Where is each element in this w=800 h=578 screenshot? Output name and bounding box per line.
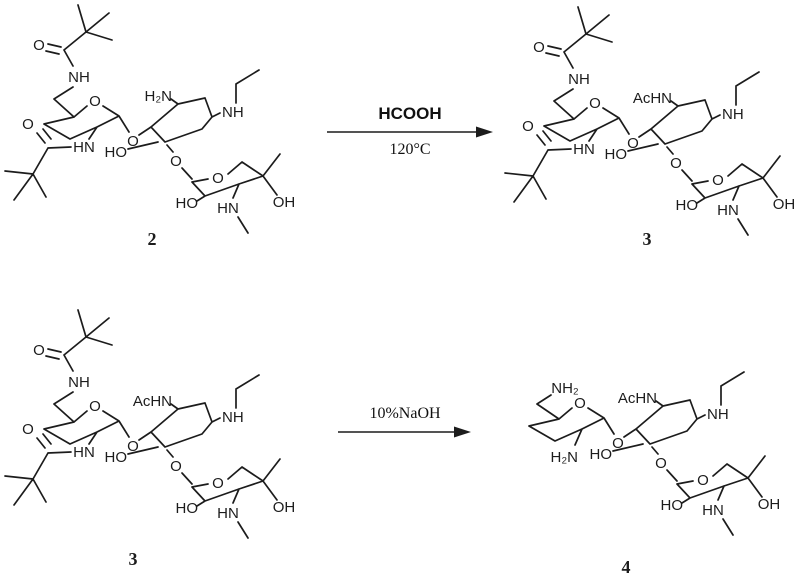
atom-label-pivaloyl-top-O: O [33, 342, 45, 359]
atom-label-pivaloyl-side-HN: HN [73, 139, 95, 156]
atom-label-core-NH: NH [222, 104, 244, 121]
atom-label-ring-C-OH: OH [273, 499, 296, 516]
atom-label-pivaloyl-side-O: O [22, 116, 34, 133]
atom-label-pivaloyl-top-NH: NH [68, 69, 90, 86]
atom-label-pivaloyl-side-O: O [522, 118, 534, 135]
atom-label-core-HO: HO [105, 144, 128, 161]
compound-number-label: 3 [129, 549, 138, 569]
atom-label-glycosidic-O-C: O [670, 155, 682, 172]
atom-label-glycosidic-O-C: O [170, 458, 182, 475]
atom-label-core-NH: NH [707, 406, 729, 423]
atom-label-glycosidic-O-C: O [170, 153, 182, 170]
atom-label-ring-C-O: O [212, 475, 224, 492]
atom-label-ring-C-O: O [212, 170, 224, 187]
reaction-1-arrow-icon [327, 126, 493, 138]
bond-skeleton [504, 6, 781, 236]
reaction-2-arrow-icon [338, 426, 471, 438]
bond-skeleton [4, 309, 281, 539]
atom-label-ring-C-HN: HN [217, 200, 239, 217]
atom-label-pivaloyl-side-O: O [22, 421, 34, 438]
atom-label-core-HO: HO [590, 446, 613, 463]
bond-skeleton [528, 371, 766, 536]
compound-number-label: 2 [148, 229, 157, 249]
atom-label-pivaloyl-side-HN: HN [73, 444, 95, 461]
atom-label-ring-C-HO: HO [661, 497, 684, 514]
reaction-1-reagent-label: HCOOH [378, 104, 442, 123]
atom-label-ring-C-OH: OH [773, 196, 796, 213]
atom-label-ring-C-HN: HN [217, 505, 239, 522]
compound-number-label: 4 [622, 557, 631, 577]
atom-label-chain-NH2: NH₂ [551, 380, 579, 397]
atom-label-ring-C-HO: HO [176, 500, 199, 517]
atom-label-pivaloyl-side-HN: HN [573, 141, 595, 158]
atom-label-core-NH: NH [722, 106, 744, 123]
atom-label-ring-A-amine: H₂N [551, 449, 579, 466]
atom-label-ring-C-O: O [712, 172, 724, 189]
atom-label-glycosidic-O-C: O [655, 455, 667, 472]
atom-label-core-HO: HO [605, 146, 628, 163]
atom-label-ring-C-OH: OH [273, 194, 296, 211]
atom-label-ring-A-O: O [574, 395, 586, 412]
atom-label-ring-C-HN: HN [702, 502, 724, 519]
atom-label-ring-C-O: O [697, 472, 709, 489]
reaction-2-reagent-label: 10%NaOH [369, 405, 441, 422]
atom-label-ring-A-O: O [89, 93, 101, 110]
atom-label-ring-C-HO: HO [176, 195, 199, 212]
atom-label-core-NH: NH [222, 409, 244, 426]
atom-label-ring-A-O: O [89, 398, 101, 415]
compound-number-label: 3 [643, 229, 652, 249]
atom-label-glycosidic-O-A: O [627, 135, 639, 152]
reaction-1-condition-label: 120°C [389, 141, 431, 158]
atom-label-core-amine: AcHN [633, 90, 672, 107]
atom-label-core-amine: H₂N [145, 88, 173, 105]
atom-label-glycosidic-O-A: O [612, 435, 624, 452]
atom-label-pivaloyl-top-NH: NH [568, 71, 590, 88]
atom-label-ring-C-OH: OH [758, 496, 781, 513]
atom-label-core-amine: AcHN [133, 393, 172, 410]
atom-label-pivaloyl-top-O: O [33, 37, 45, 54]
atom-label-ring-C-HO: HO [676, 197, 699, 214]
atom-label-glycosidic-O-A: O [127, 133, 139, 150]
atom-label-ring-A-O: O [589, 95, 601, 112]
bond-skeleton [4, 4, 281, 234]
atom-label-pivaloyl-top-NH: NH [68, 374, 90, 391]
atom-label-ring-C-HN: HN [717, 202, 739, 219]
atom-label-glycosidic-O-A: O [127, 438, 139, 455]
atom-label-pivaloyl-top-O: O [533, 39, 545, 56]
atom-label-core-amine: AcHN [618, 390, 657, 407]
atom-label-core-HO: HO [105, 449, 128, 466]
